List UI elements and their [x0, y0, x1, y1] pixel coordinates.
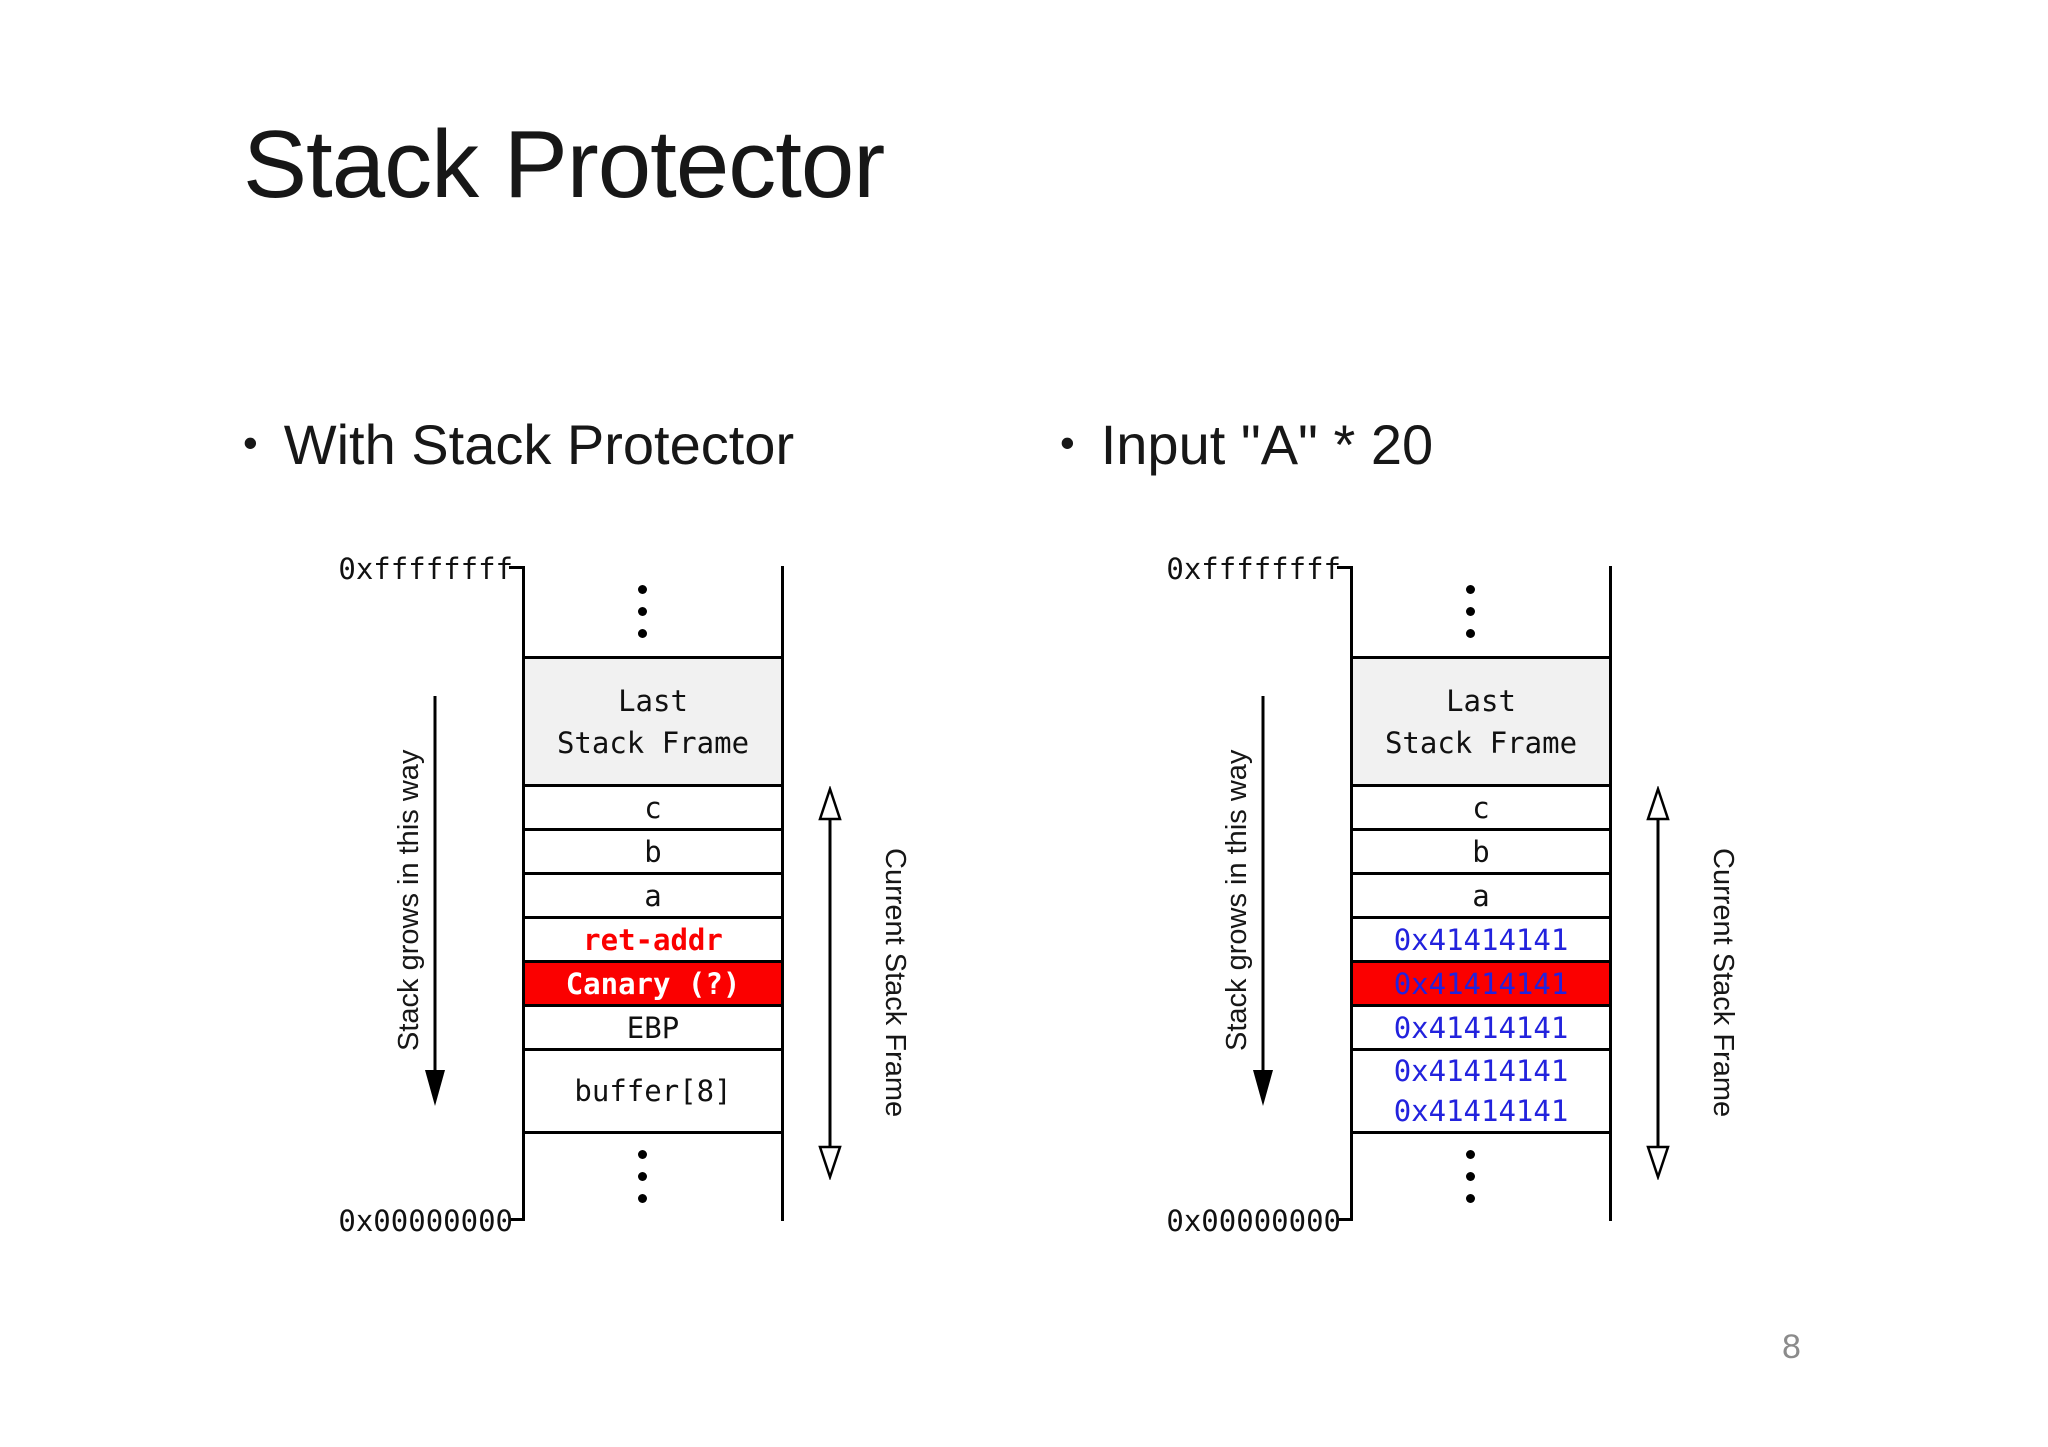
bullet-with-stack-protector: • With Stack Protector	[243, 412, 794, 477]
bullet-icon: •	[243, 419, 258, 466]
cell-line: a	[1472, 878, 1490, 913]
cell-canary: Canary (?)	[525, 960, 781, 1004]
cell-line: 0x41414141	[1393, 1010, 1569, 1045]
cell-var-a: a	[525, 872, 781, 916]
stack-growth-arrow-icon	[425, 696, 445, 1106]
current-frame-extent-arrow-icon	[1646, 786, 1670, 1180]
cell-line: 0x41414141	[1393, 1094, 1569, 1128]
address-top-label: 0xffffffff	[1166, 552, 1341, 586]
cell-ebp-overwritten: 0x41414141	[1353, 1004, 1609, 1048]
address-tick	[509, 566, 522, 569]
address-bottom-label: 0x00000000	[338, 1204, 513, 1238]
bullet-input-a-20: • Input "A" * 20	[1060, 412, 1433, 477]
vertical-ellipsis-icon	[1342, 566, 1598, 656]
bullet-icon: •	[1060, 419, 1075, 466]
cell-var-c: c	[525, 784, 781, 828]
address-tick	[1337, 1218, 1350, 1221]
bullet-label: With Stack Protector	[283, 413, 795, 476]
stack-growth-arrow-icon	[1253, 696, 1273, 1106]
cell-line: 0x41414141	[1393, 922, 1569, 957]
cell-line: 0x41414141	[1393, 1054, 1569, 1088]
cell-buffer: buffer[8]	[525, 1048, 781, 1134]
page-number: 8	[1782, 1328, 1801, 1366]
cell-ret-addr: ret-addr	[525, 916, 781, 960]
address-tick	[509, 1218, 522, 1221]
current-stack-frame-label: Current Stack Frame	[879, 848, 911, 1118]
stack-diagram-input-a: 0xffffffff 0x00000000 Stack grows in thi…	[1161, 554, 1771, 1280]
vertical-ellipsis-icon	[514, 1134, 770, 1219]
cell-var-c: c	[1353, 784, 1609, 828]
vertical-ellipsis-icon	[514, 566, 770, 656]
cell-line: b	[1472, 834, 1490, 869]
cell-line: Stack Frame	[1384, 725, 1578, 760]
cell-var-b: b	[525, 828, 781, 872]
cell-line: EBP	[626, 1010, 680, 1045]
cell-line: Last	[1446, 683, 1516, 718]
bullet-label: Input "A" * 20	[1100, 413, 1434, 476]
cell-line: ret-addr	[583, 922, 723, 957]
address-tick	[1337, 566, 1350, 569]
cell-var-a: a	[1353, 872, 1609, 916]
cell-var-b: b	[1353, 828, 1609, 872]
cell-ebp: EBP	[525, 1004, 781, 1048]
cell-line: buffer[8]	[574, 1074, 732, 1108]
vertical-ellipsis-icon	[1342, 1134, 1598, 1219]
cell-buffer-overwritten: 0x41414141 0x41414141	[1353, 1048, 1609, 1134]
cell-line: a	[644, 878, 662, 913]
cell-line: Stack Frame	[556, 725, 750, 760]
cell-line: c	[1472, 790, 1490, 825]
cell-line: 0x41414141	[1393, 966, 1569, 1001]
cell-canary-overwritten: 0x41414141	[1353, 960, 1609, 1004]
cell-line: b	[644, 834, 662, 869]
stack-diagram-with-protector: 0xffffffff 0x00000000 Stack grows in thi…	[333, 554, 943, 1280]
cell-line: Last	[618, 683, 688, 718]
slide-title: Stack Protector	[243, 111, 885, 218]
cell-line: Canary (?)	[565, 966, 741, 1001]
address-bottom-label: 0x00000000	[1166, 1204, 1341, 1238]
current-frame-extent-arrow-icon	[818, 786, 842, 1180]
current-stack-frame-label: Current Stack Frame	[1707, 848, 1739, 1118]
cell-line: c	[644, 790, 662, 825]
cell-ret-addr-overwritten: 0x41414141	[1353, 916, 1609, 960]
address-top-label: 0xffffffff	[338, 552, 513, 586]
